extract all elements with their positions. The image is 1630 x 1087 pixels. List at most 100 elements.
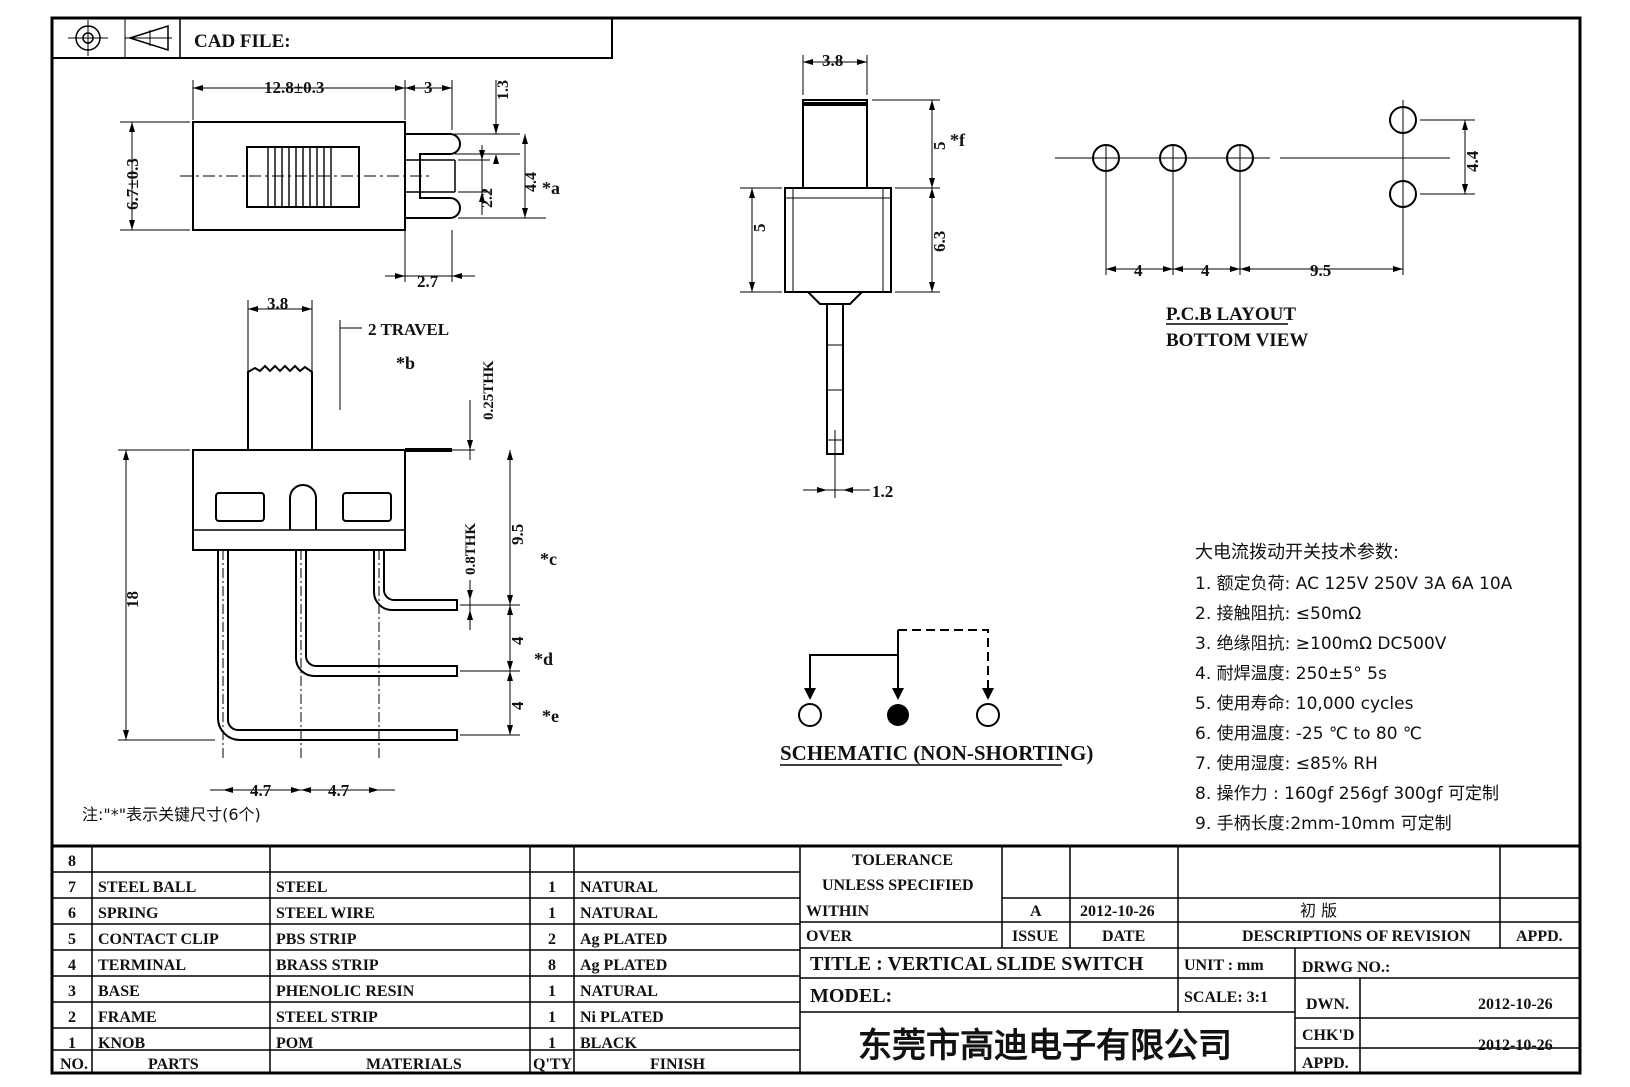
spec-item: 3. 绝缘阻抗: ≥100mΩ DC500V bbox=[1195, 634, 1447, 654]
bom-cell-material: STEEL bbox=[276, 879, 328, 896]
approved-label: APPD. bbox=[1302, 1055, 1349, 1072]
spec-item: 4. 耐焊温度: 250±5° 5s bbox=[1195, 664, 1387, 684]
bom-cell-no: 8 bbox=[68, 853, 76, 870]
bom-cell-part: FRAME bbox=[98, 1009, 157, 1026]
over-label: OVER bbox=[806, 928, 853, 945]
mark-d: *d bbox=[534, 649, 553, 669]
bom-cell-finish: Ni PLATED bbox=[580, 1009, 664, 1026]
dim-gap: 2.7 bbox=[417, 272, 439, 291]
bom-cell-qty: 1 bbox=[548, 1035, 556, 1052]
dim-pitch: 4.4 bbox=[523, 172, 540, 192]
bom-cell-part: KNOB bbox=[98, 1035, 145, 1052]
dim-4-7-b: 4.7 bbox=[328, 781, 350, 800]
dim-18: 18 bbox=[123, 591, 142, 608]
bom-cell-material: STEEL WIRE bbox=[276, 905, 375, 922]
header-box: CAD FILE: bbox=[51, 17, 613, 59]
pcb-title: P.C.B LAYOUT bbox=[1166, 304, 1296, 325]
bom-cell-qty: 1 bbox=[548, 879, 556, 896]
unit-label: UNIT : mm bbox=[1184, 957, 1264, 974]
dim-9-5: 9.5 bbox=[508, 524, 527, 545]
bom-cell-material: STEEL STRIP bbox=[276, 1009, 378, 1026]
mark-f: *f bbox=[950, 130, 966, 150]
pcb-dim-4-4: 4.4 bbox=[1463, 150, 1482, 172]
projection-symbol-icon bbox=[68, 20, 172, 56]
checked-date: 2012-10-26 bbox=[1478, 1037, 1553, 1054]
bom-cell-no: 7 bbox=[68, 879, 76, 896]
sheet-border bbox=[50, 16, 1582, 1075]
dim-height: 6.7±0.3 bbox=[123, 158, 142, 210]
bom-cell-qty: 8 bbox=[548, 957, 556, 974]
bom-cell-qty: 2 bbox=[548, 931, 556, 948]
bom-cell-part: STEEL BALL bbox=[98, 879, 196, 896]
bom-cell-material: BRASS STRIP bbox=[276, 957, 379, 974]
bom-cell-finish: NATURAL bbox=[580, 983, 658, 1000]
bom-cell-material: PBS STRIP bbox=[276, 931, 357, 948]
cad-file-label: CAD FILE: bbox=[194, 31, 291, 52]
dim-tab: 3 bbox=[424, 78, 433, 97]
bom-header-parts: PARTS bbox=[148, 1056, 199, 1073]
spec-item: 1. 额定负荷: AC 125V 250V 3A 6A 10A bbox=[1195, 574, 1513, 594]
spec-list: 大电流拨动开关技术参数: 1. 额定负荷: AC 125V 250V 3A 6A… bbox=[1195, 542, 1513, 834]
pcb-dim-9-5: 9.5 bbox=[1310, 261, 1331, 280]
bom-cell-part: CONTACT CLIP bbox=[98, 931, 219, 948]
bom-cell-part: SPRING bbox=[98, 905, 159, 922]
model-label: MODEL: bbox=[810, 985, 892, 1007]
bom-cell-material: POM bbox=[276, 1035, 313, 1052]
pcb-subtitle: BOTTOM VIEW bbox=[1166, 330, 1308, 351]
dim-width: 12.8±0.3 bbox=[264, 78, 324, 97]
checked-label: CHK'D bbox=[1302, 1027, 1354, 1044]
bom-cell-finish: Ag PLATED bbox=[580, 931, 667, 948]
bom-cell-no: 5 bbox=[68, 931, 76, 948]
mark-b: *b bbox=[396, 353, 415, 373]
mark-a: *a bbox=[542, 178, 560, 198]
spec-item: 2. 接触阻抗: ≤50mΩ bbox=[1195, 604, 1361, 624]
drawing-title: TITLE : VERTICAL SLIDE SWITCH bbox=[810, 953, 1144, 975]
dim-4-e: 4 bbox=[508, 701, 527, 710]
drawn-label: DWN. bbox=[1306, 996, 1349, 1013]
bom-cell-finish: NATURAL bbox=[580, 905, 658, 922]
pcb-dim-4-b: 4 bbox=[1201, 261, 1210, 280]
bom-header-materials: MATERIALS bbox=[366, 1056, 462, 1073]
spec-item: 8. 操作力 : 160gf 256gf 300gf 可定制 bbox=[1195, 784, 1499, 804]
travel-label: 2 TRAVEL bbox=[368, 320, 449, 339]
company-name: 东莞市高迪电子有限公司 bbox=[858, 1026, 1232, 1066]
schematic: SCHEMATIC (NON-SHORTING) bbox=[780, 629, 1093, 766]
top-view: 12.8±0.3 3 1.3 6.7±0.3 2.2 4.4 *a 2.7 bbox=[120, 78, 560, 291]
side-view: 3.8 2 TRAVEL *b 0.25THK 0.8THK bbox=[82, 294, 559, 824]
bom-cell-no: 6 bbox=[68, 905, 76, 922]
bom-cell-finish: NATURAL bbox=[580, 879, 658, 896]
rev-date: 2012-10-26 bbox=[1080, 903, 1155, 920]
spec-item: 9. 手柄长度:2mm-10mm 可定制 bbox=[1195, 814, 1452, 834]
spec-item: 7. 使用湿度: ≤85% RH bbox=[1195, 753, 1378, 774]
bom-cell-qty: 1 bbox=[548, 983, 556, 1000]
dim-thk-025: 0.25THK bbox=[481, 360, 497, 420]
bom-cell-part: TERMINAL bbox=[98, 957, 186, 974]
dim-4-7-a: 4.7 bbox=[250, 781, 272, 800]
tolerance-label: TOLERANCE bbox=[852, 852, 953, 869]
mark-e: *e bbox=[542, 706, 559, 726]
pcb-dim-4-a: 4 bbox=[1134, 261, 1143, 280]
dim-front-5-body: 5 bbox=[750, 224, 769, 233]
bom-cell-part: BASE bbox=[98, 983, 140, 1000]
bom-cell-no: 2 bbox=[68, 1009, 76, 1026]
bom-header-no: NO. bbox=[60, 1056, 88, 1073]
bom-cell-no: 1 bbox=[68, 1035, 76, 1052]
spec-title: 大电流拨动开关技术参数: bbox=[1195, 542, 1399, 563]
bom-cell-qty: 1 bbox=[548, 1009, 556, 1026]
rev-description: 初 版 bbox=[1300, 901, 1337, 920]
front-view: 3.8 5 *f 6.3 5 1.2 bbox=[740, 51, 966, 501]
dim-front-width: 3.8 bbox=[822, 51, 843, 70]
bom-cell-finish: Ag PLATED bbox=[580, 957, 667, 974]
drawn-date: 2012-10-26 bbox=[1478, 996, 1553, 1013]
schematic-label: SCHEMATIC (NON-SHORTING) bbox=[780, 741, 1093, 765]
drawing-number-label: DRWG NO.: bbox=[1302, 959, 1390, 976]
mark-c: *c bbox=[540, 549, 557, 569]
bom-cell-no: 4 bbox=[68, 957, 76, 974]
title-block: TOLERANCE UNLESS SPECIFIED WITHIN OVER A… bbox=[800, 846, 1580, 1073]
pcb-layout: 4 4 9.5 4.4 P.C.B LAYOUT BOTTOM VIEW bbox=[1055, 100, 1482, 351]
bom-cell-qty: 1 bbox=[548, 905, 556, 922]
spec-item: 6. 使用温度: -25 ℃ to 80 ℃ bbox=[1195, 723, 1422, 744]
scale-label: SCALE: 3:1 bbox=[1184, 989, 1268, 1006]
